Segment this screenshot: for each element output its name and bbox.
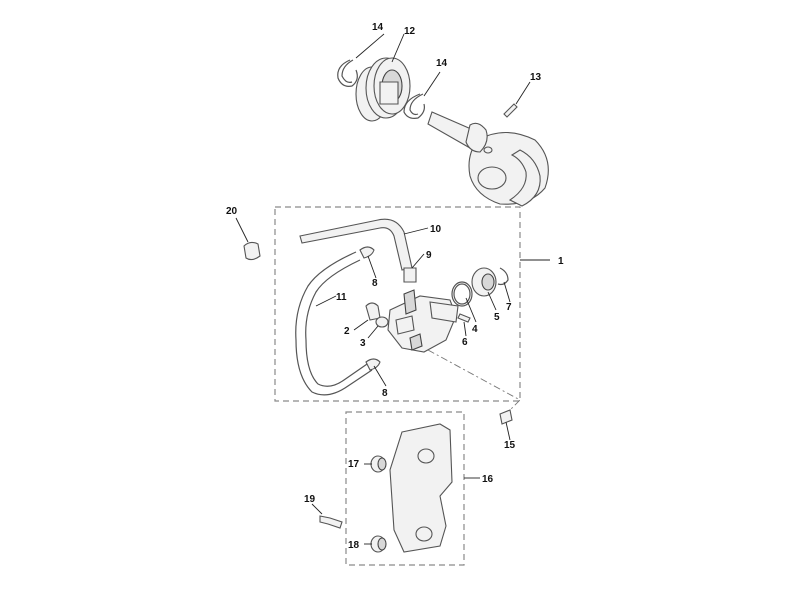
callout-17: 17 [348, 459, 360, 470]
callout-13: 13 [530, 72, 542, 83]
callout-7: 7 [506, 302, 512, 313]
callout-8-upper: 8 [372, 278, 378, 289]
callout-2: 2 [344, 326, 350, 337]
callout-16: 16 [482, 474, 494, 485]
cover-plate-16 [389, 423, 453, 553]
callout-9: 9 [426, 250, 432, 261]
group-box-1 [274, 206, 521, 402]
grommet-17 [370, 455, 387, 473]
callout-15: 15 [504, 440, 516, 451]
hose-clip-8-lower [365, 358, 381, 371]
callout-6: 6 [462, 337, 468, 348]
callout-14-left: 14 [372, 22, 384, 33]
hose-11 [295, 251, 373, 396]
oil-pump-body [387, 289, 459, 353]
bolt-19 [319, 515, 343, 529]
callout-11: 11 [336, 292, 347, 303]
callout-19: 19 [304, 494, 316, 505]
crankshaft-part [427, 111, 549, 207]
callout-3: 3 [360, 338, 366, 349]
callout-10: 10 [430, 224, 442, 235]
gear-5 [471, 267, 497, 297]
pin-6 [457, 313, 471, 323]
circlip-14-right [403, 93, 425, 119]
bolt-15 [499, 409, 513, 425]
callout-1: 1 [558, 256, 564, 267]
leader-lines [235, 33, 550, 545]
pin-13 [503, 103, 518, 118]
grommet-18 [370, 535, 387, 553]
washer-3 [375, 316, 389, 328]
plug-20 [243, 241, 261, 261]
callout-20: 20 [226, 206, 238, 217]
callout-8-lower: 8 [382, 388, 388, 399]
circlip-14-left [337, 59, 358, 87]
o-ring-4 [451, 281, 473, 307]
group-box-16 [345, 411, 465, 566]
callout-18: 18 [348, 540, 360, 551]
callout-5: 5 [494, 312, 500, 323]
pulley-12 [355, 57, 411, 122]
connector-9 [403, 267, 417, 283]
hose-10 [299, 218, 413, 271]
callout-12: 12 [404, 26, 416, 37]
bolt-2 [365, 302, 381, 321]
circlip-7 [497, 267, 509, 286]
assembly-line [427, 349, 521, 411]
callout-4: 4 [472, 324, 478, 335]
callout-14-right: 14 [436, 58, 448, 69]
hose-clip-8-upper [359, 246, 375, 259]
